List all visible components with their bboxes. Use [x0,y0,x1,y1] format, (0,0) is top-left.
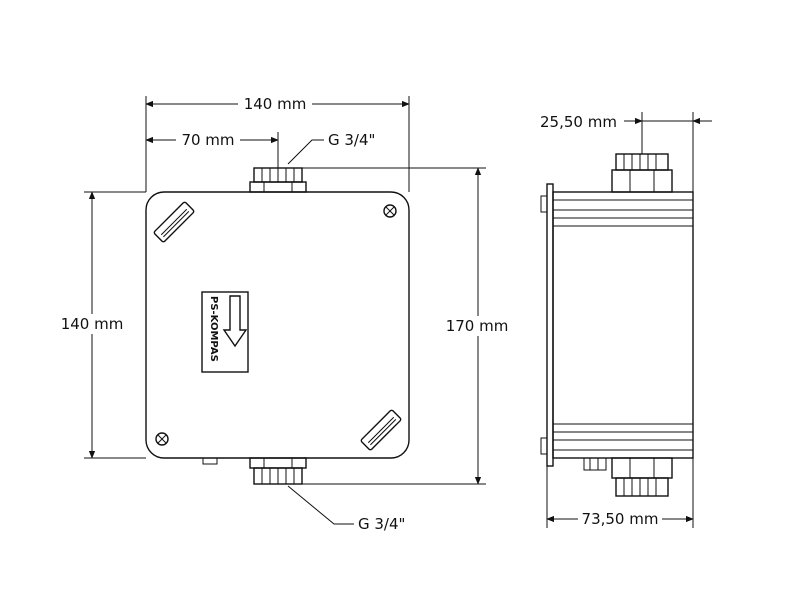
bottom-connector [202,457,218,465]
label-plate [201,291,249,373]
box-body [145,191,410,459]
side-view: 25,50 mm 73,50 mm [540,112,712,529]
label-code: PS-KOMPAS [208,296,219,362]
thread-bottom-leader [287,485,354,525]
thread-top-leader [287,139,324,165]
thread-bottom-label: G 3/4" [358,515,405,533]
top-fitting [249,167,307,193]
thread-top-label: G 3/4" [328,131,375,149]
flow-arrow-icon [222,295,248,348]
front-view: PS-KOMPAS 140 mm 70 mm 140 mm 170 mm G 3… [56,93,514,533]
side-top-fitting [611,153,673,193]
bracket-bottom-right [360,409,402,451]
bottom-fitting [249,457,307,485]
side-body [552,191,694,459]
side-bottom-fitting [583,457,673,497]
width-half-label: 70 mm [181,131,234,149]
bracket-top-left [153,201,195,243]
depth-total-label: 73,50 mm [582,510,659,528]
height-body-label: 140 mm [61,315,124,333]
height-total-label: 170 mm [446,317,509,335]
screw-top-right [383,204,397,218]
width-total-label: 140 mm [244,95,307,113]
screw-bottom-left [155,432,169,446]
fitting-offset-label: 25,50 mm [540,113,617,131]
mounting-plate [546,183,554,467]
